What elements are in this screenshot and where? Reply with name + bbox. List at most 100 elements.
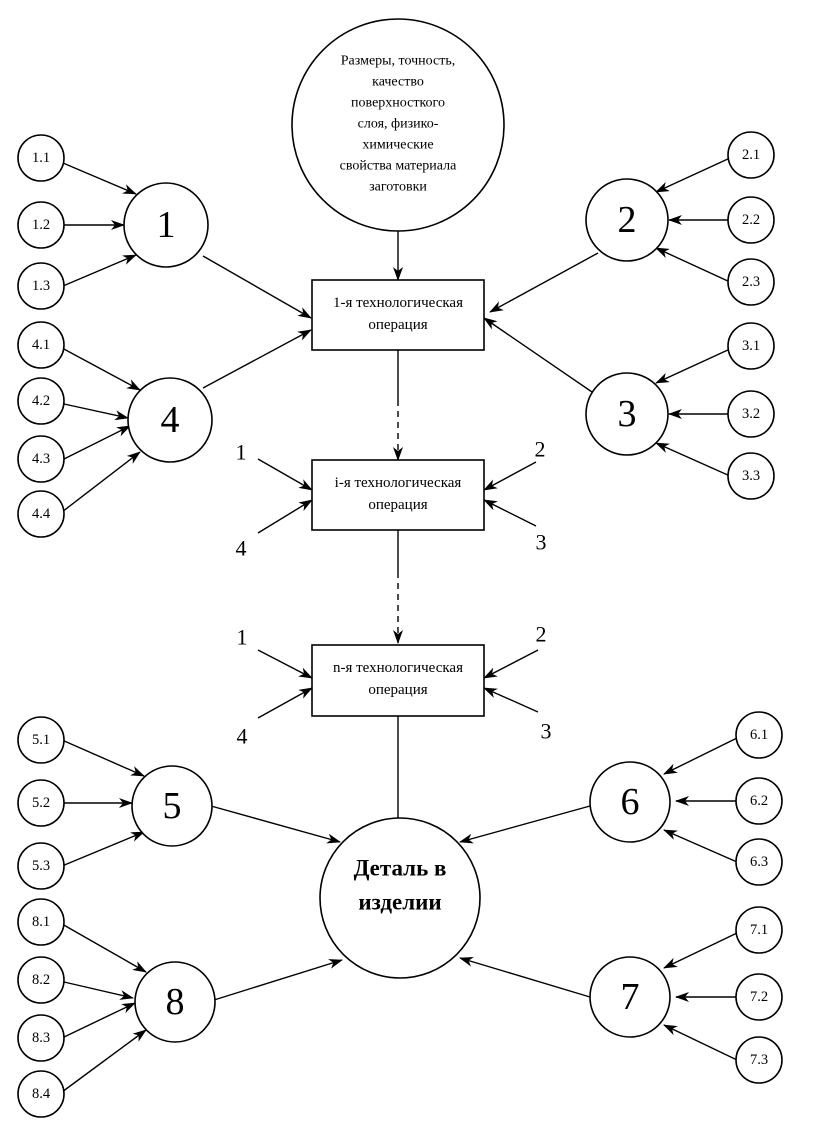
group-1-circle	[123, 182, 209, 268]
sub-node-3.1-label: 3.1	[742, 338, 760, 354]
sub-node-1.2	[17, 201, 65, 249]
sub-node-4.2	[17, 377, 65, 425]
detail-line1: Деталь в	[354, 856, 447, 881]
sub-node-8.1	[17, 898, 65, 946]
operation-i: i-я технологическая операция	[311, 459, 485, 531]
operation-n-input-4: 4	[237, 724, 248, 749]
edge-5.1-to-5	[61, 739, 145, 777]
operation-i-inputs: 1 2 4 3	[236, 437, 547, 561]
group-4-label: 4	[161, 399, 180, 441]
sub-node-3.2-label: 3.2	[742, 406, 760, 422]
group-7: 7 7.1 7.2 7.3	[589, 906, 783, 1084]
group-8: 8 8.1 8.2 8.3 8.4	[17, 898, 216, 1118]
sub-node-2.3	[727, 258, 775, 306]
detail-line2: изделии	[358, 890, 441, 915]
edge-7.3-to-7	[663, 1024, 738, 1061]
group-7-circle	[589, 956, 671, 1038]
sub-node-4.1	[17, 321, 65, 369]
edge-2.1-to-2	[655, 157, 731, 193]
sub-node-2.1	[727, 131, 775, 179]
operation-n-line2: операция	[368, 682, 427, 698]
sub-node-4.1-label: 4.1	[32, 337, 50, 353]
sub-node-1.2-label: 1.2	[32, 217, 50, 233]
sub-node-2.2-label: 2.2	[742, 212, 760, 228]
edge-8.2-to-8	[63, 981, 134, 1000]
sub-node-1.3	[17, 262, 65, 310]
sub-node-5.1-label: 5.1	[32, 732, 50, 748]
sub-node-6.1-label: 6.1	[750, 727, 768, 743]
operation-i-line1: i-я технологическая	[335, 475, 462, 491]
edge-i-in-2	[483, 461, 537, 491]
operation-n: n-я технологическая операция	[311, 644, 485, 717]
group-2: 2 2.1 2.2 2.3	[585, 131, 775, 306]
sub-node-1.1-label: 1.1	[32, 150, 50, 166]
sub-node-7.1	[735, 906, 783, 954]
group-4-circle	[127, 377, 213, 463]
input-line-3: поверхносткого	[351, 96, 445, 111]
group-1: 1 1.1 1.2 1.3	[17, 134, 209, 310]
edge-4.1-to-4	[61, 347, 141, 391]
edge-n-in-3	[483, 687, 539, 713]
sub-node-3.3-label: 3.3	[742, 468, 760, 484]
sub-node-7.3-label: 7.3	[750, 1052, 768, 1068]
group-2-label: 2	[618, 199, 637, 241]
edge-6-to-detail	[459, 805, 591, 844]
group-7-label: 7	[621, 976, 640, 1018]
operation-first: 1-я технологическая операция	[311, 279, 485, 351]
group-6-label: 6	[621, 781, 640, 823]
edge-3.1-to-3	[655, 348, 731, 384]
operation-i-input-1: 1	[236, 440, 247, 465]
edge-5.3-to-5	[61, 831, 145, 867]
edge-1.1-to-1	[62, 162, 137, 195]
sub-node-8.4	[17, 1070, 65, 1118]
edge-1.3-to-1	[62, 254, 137, 287]
group-3-label: 3	[618, 393, 637, 435]
operation-i-input-4: 4	[236, 536, 247, 561]
sub-node-7.1-label: 7.1	[750, 922, 768, 938]
edge-8-to-detail	[213, 959, 343, 1001]
operation-first-line1: 1-я технологическая	[333, 295, 463, 311]
edge-3.3-to-3	[655, 442, 731, 477]
group-4: 4 4.1 4.2 4.3 4.4	[17, 321, 213, 538]
group-3: 3 3.1 3.2 3.3	[585, 322, 775, 500]
edge-1-to-op1	[202, 255, 312, 319]
edge-n-in-4	[257, 687, 313, 719]
edge-i-in-4	[257, 499, 313, 534]
edge-n-in-2	[483, 649, 539, 679]
edge-i-in-3	[483, 499, 537, 527]
sub-node-1.1	[17, 134, 65, 182]
edge-7-to-detail	[459, 956, 591, 998]
sub-node-6.2	[735, 777, 783, 825]
edge-4-to-op1	[202, 329, 312, 389]
sub-node-5.2	[17, 779, 65, 827]
edge-4.2-to-4	[63, 403, 129, 421]
sub-node-6.3-label: 6.3	[750, 854, 768, 870]
edges	[61, 157, 738, 1093]
operation-n-input-1: 1	[237, 625, 248, 650]
edge-6.1-to-6	[663, 737, 738, 775]
input-line-7: заготовки	[369, 180, 427, 195]
input-line-4: слоя, физико-	[358, 117, 439, 132]
group-8-circle	[134, 961, 216, 1043]
sub-node-8.4-label: 8.4	[32, 1086, 51, 1102]
group-5-label: 5	[163, 785, 182, 827]
sub-node-8.2-label: 8.2	[32, 972, 50, 988]
sub-node-3.3	[727, 452, 775, 500]
group-5-circle	[131, 765, 213, 847]
sub-node-8.2	[17, 956, 65, 1004]
sub-node-6.2-label: 6.2	[750, 793, 768, 809]
sub-node-6.1	[735, 711, 783, 759]
sub-node-3.2	[727, 390, 775, 438]
detail-circle	[319, 817, 481, 979]
input-properties-circle	[291, 18, 505, 232]
input-properties-node: Размеры, точность, качество поверхностко…	[291, 18, 505, 232]
edge-4.4-to-4	[61, 451, 141, 513]
sub-node-8.3-label: 8.3	[32, 1030, 50, 1046]
sub-node-3.1	[727, 322, 775, 370]
sub-node-8.1-label: 8.1	[32, 914, 50, 930]
sub-node-5.2-label: 5.2	[32, 795, 50, 811]
sub-node-1.3-label: 1.3	[32, 278, 50, 294]
group-8-label: 8	[166, 981, 185, 1023]
sub-node-2.1-label: 2.1	[742, 147, 760, 163]
operation-i-input-2: 2	[535, 437, 546, 462]
